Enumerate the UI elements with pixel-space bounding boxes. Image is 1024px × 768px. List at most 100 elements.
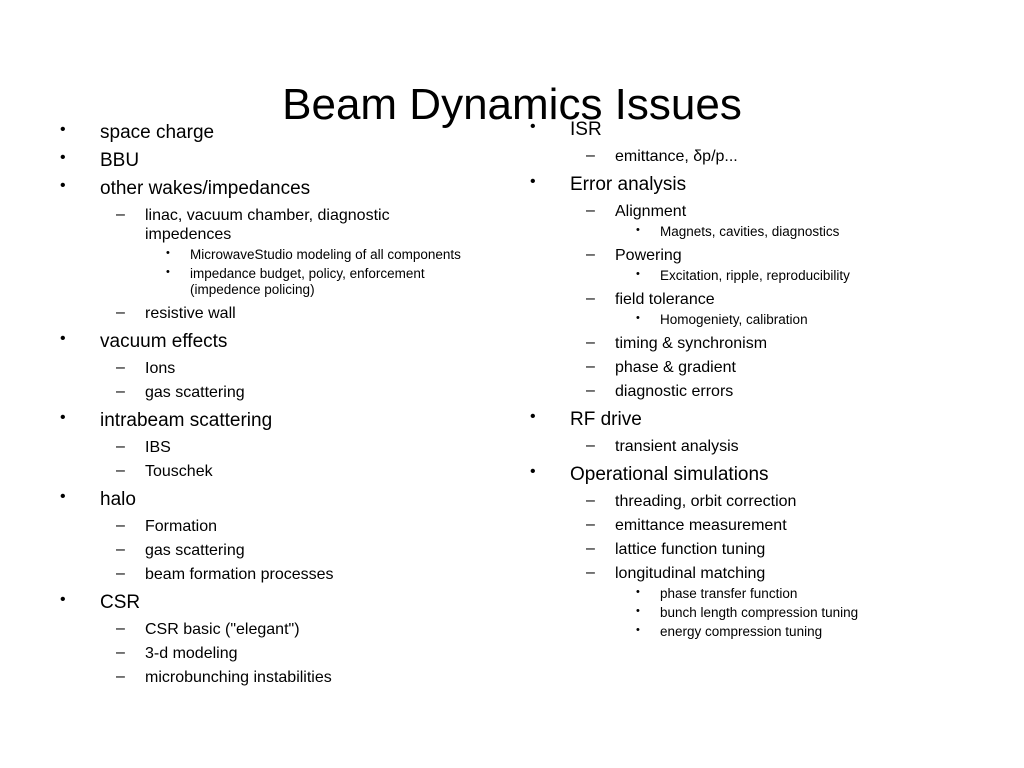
bullet-item-level-1: •BBU (56, 149, 476, 173)
bullet-marker: • (530, 173, 536, 190)
dash-marker: – (586, 202, 595, 219)
bullet-text: gas scattering (145, 384, 245, 401)
bullet-text: threading, orbit correction (615, 493, 797, 510)
bullet-marker: • (60, 177, 66, 194)
bullet-text: timing & synchronism (615, 335, 768, 352)
bullet-item-level-2: – microbunching instabilities (56, 668, 476, 687)
bullet-text: Touschek (145, 463, 213, 480)
bullet-marker: • (60, 409, 66, 426)
dash-marker: – (116, 206, 125, 223)
bullet-marker: • (636, 605, 640, 617)
bullet-text: Magnets, cavities, diagnostics (660, 224, 840, 239)
dash-marker: – (586, 147, 595, 164)
bullet-item-level-3: •Excitation, ripple, reproducibility (526, 268, 956, 284)
bullet-text: space charge (100, 122, 215, 143)
bullet-item-level-3: • Homogeniety, calibration (526, 312, 956, 328)
bullet-text: transient analysis (615, 438, 739, 455)
bullet-item-level-3: •MicrowaveStudio modeling of all compone… (56, 247, 476, 263)
bullet-item-level-2: – diagnostic errors (526, 382, 956, 401)
bullet-marker: • (60, 488, 66, 505)
bullet-text: gas scattering (145, 542, 245, 559)
bullet-item-level-3: • bunch length compression tuning (526, 605, 956, 621)
bullet-item-level-2: – Ions (56, 359, 476, 378)
bullet-item-level-2: – gas scattering (56, 541, 476, 560)
bullet-item-level-2: – linac, vacuum chamber, diagnostic imped… (56, 206, 476, 244)
bullet-text: Error analysis (570, 174, 687, 195)
bullet-text: MicrowaveStudio modeling of all componen… (190, 247, 461, 262)
bullet-item-level-1: • Error analysis (526, 173, 956, 197)
dash-marker: – (116, 462, 125, 479)
bullet-text: phase & gradient (615, 359, 736, 376)
bullet-text: Excitation, ripple, reproducibility (660, 268, 850, 283)
bullet-text: ISR (570, 119, 602, 140)
dash-marker: – (116, 620, 125, 637)
bullet-item-level-1: • other wakes/impedances (56, 177, 476, 201)
bullet-item-level-2: –emittance measurement (526, 516, 956, 535)
dash-marker: – (116, 517, 125, 534)
bullet-text: beam formation processes (145, 566, 334, 583)
bullet-text: Homogeniety, calibration (660, 312, 808, 327)
dash-marker: – (116, 541, 125, 558)
bullet-item-level-2: –lattice function tuning (526, 540, 956, 559)
bullet-text: Powering (615, 247, 682, 264)
dash-marker: – (586, 290, 595, 307)
bullet-marker: • (530, 463, 536, 480)
dash-marker: – (586, 246, 595, 263)
bullet-marker: • (636, 224, 640, 236)
bullet-item-level-1: •space charge (56, 121, 476, 145)
bullet-text: impedance budget, policy, enforcement (i… (190, 266, 425, 297)
bullet-text: resistive wall (145, 305, 236, 322)
bullet-text: Alignment (615, 203, 687, 220)
bullet-item-level-2: – Touschek (56, 462, 476, 481)
bullet-text: linac, vacuum chamber, diagnostic impede… (145, 207, 390, 243)
bullet-item-level-2: – Powering (526, 246, 956, 265)
dash-marker: – (586, 382, 595, 399)
bullet-marker: • (60, 330, 66, 347)
bullet-item-level-2: –Formation (56, 517, 476, 536)
dash-marker: – (116, 565, 125, 582)
bullet-marker: • (636, 312, 640, 324)
bullet-text: microbunching instabilities (145, 669, 332, 686)
dash-marker: – (116, 438, 125, 455)
bullet-text: halo (100, 489, 136, 510)
bullet-text: bunch length compression tuning (660, 605, 859, 620)
dash-marker: – (586, 358, 595, 375)
bullet-text: intrabeam scattering (100, 410, 273, 431)
bullet-item-level-1: • ISR (526, 118, 956, 142)
dash-marker: – (116, 383, 125, 400)
bullet-text: other wakes/impedances (100, 178, 311, 199)
bullet-item-level-3: • impedance budget, policy, enforcement (… (56, 266, 476, 298)
bullet-item-level-3: • Magnets, cavities, diagnostics (526, 224, 956, 240)
bullet-item-level-2: – field tolerance (526, 290, 956, 309)
dash-marker: – (116, 304, 125, 321)
bullet-item-level-2: –timing & synchronism (526, 334, 956, 353)
bullet-item-level-2: – CSR basic ("elegant") (56, 620, 476, 639)
bullet-text: CSR basic ("elegant") (145, 621, 300, 638)
bullet-marker: • (636, 586, 640, 598)
bullet-marker: • (166, 266, 170, 278)
bullet-item-level-1: • halo (56, 488, 476, 512)
bullet-item-level-1: • intrabeam scattering (56, 409, 476, 433)
bullet-item-level-2: – resistive wall (56, 304, 476, 323)
bullet-item-level-2: –threading, orbit correction (526, 492, 956, 511)
bullet-item-level-2: –longitudinal matching (526, 564, 956, 583)
bullet-item-level-3: •energy compression tuning (526, 624, 956, 640)
bullet-text: diagnostic errors (615, 383, 734, 400)
dash-marker: – (586, 437, 595, 454)
bullet-text: Ions (145, 360, 176, 377)
bullet-text: emittance measurement (615, 517, 787, 534)
dash-marker: – (116, 668, 125, 685)
bullet-item-level-2: – beam formation processes (56, 565, 476, 584)
bullet-item-level-3: • phase transfer function (526, 586, 956, 602)
bullet-item-level-2: – Alignment (526, 202, 956, 221)
bullet-marker: • (530, 118, 536, 135)
bullet-item-level-1: •vacuum effects (56, 330, 476, 354)
dash-marker: – (116, 644, 125, 661)
slide-title: Beam Dynamics Issues (282, 80, 742, 130)
bullet-item-level-1: •CSR (56, 591, 476, 615)
bullet-text: phase transfer function (660, 586, 798, 601)
bullet-text: field tolerance (615, 291, 715, 308)
bullet-item-level-2: –3-d modeling (56, 644, 476, 663)
dash-marker: – (116, 359, 125, 376)
bullet-text: energy compression tuning (660, 624, 823, 639)
